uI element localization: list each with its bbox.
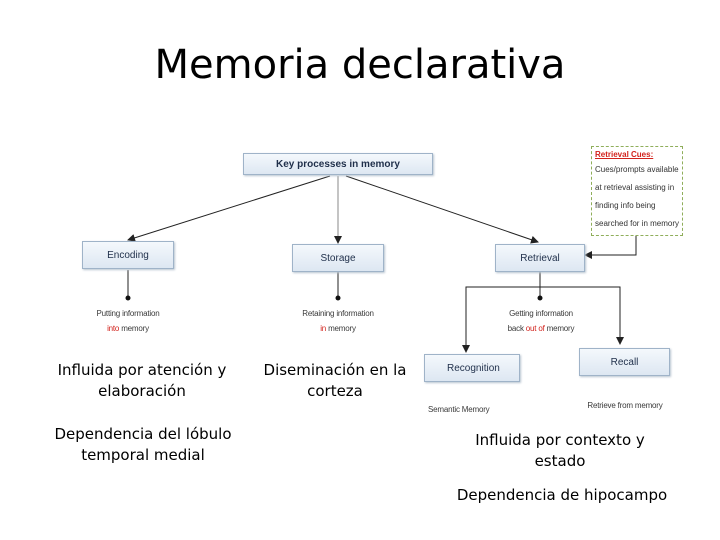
recall-box: Recall [579, 348, 670, 376]
storage-box: Storage [292, 244, 384, 272]
retrieval-cues-line: finding info being [595, 201, 656, 210]
retrieval-box: Retrieval [495, 244, 585, 272]
arrow-to-encoding [127, 175, 331, 242]
recognition-box: Recognition [424, 354, 520, 382]
retrieval-dot [537, 295, 543, 301]
slide-title: Memoria declarativa [154, 42, 566, 88]
encoding-dot [125, 295, 131, 301]
key-processes-box: Key processes in memory [243, 153, 433, 175]
encoding-description: Putting information into memory [96, 309, 160, 333]
note-encoding-temporal-lobe: Dependencia del lóbulo temporal medial [54, 425, 232, 464]
note-retrieval-hippocampus: Dependencia de hipocampo [456, 486, 668, 504]
retrieval-cues-box: Retrieval Cues: Cues/prompts available a… [591, 146, 683, 236]
recognition-sub: Semantic Memory [428, 405, 490, 414]
retrieval-cues-line: at retrieval assisting in [595, 183, 675, 192]
note-encoding-attention: Influida por atención y elaboración [57, 361, 227, 400]
note-storage-cortex: Diseminación en la corteza [263, 361, 407, 400]
storage-dot [335, 295, 341, 301]
retrieval-cues-title: Retrieval Cues: [595, 150, 654, 159]
retrieval-description: Getting information back out of memory [507, 309, 575, 333]
recall-sub: Retrieve from memory [587, 401, 663, 410]
arrow-to-retrieval [345, 175, 539, 244]
storage-description: Retaining information in memory [302, 309, 374, 333]
branch-recall [540, 286, 624, 345]
retrieval-cues-line: searched for in memory [595, 219, 680, 228]
branch-recognition [462, 286, 540, 353]
retrieval-cues-line: Cues/prompts available [595, 165, 679, 174]
cues-connector [584, 236, 637, 259]
encoding-box: Encoding [82, 241, 174, 269]
note-retrieval-context: Influida por contexto y estado [475, 431, 645, 470]
